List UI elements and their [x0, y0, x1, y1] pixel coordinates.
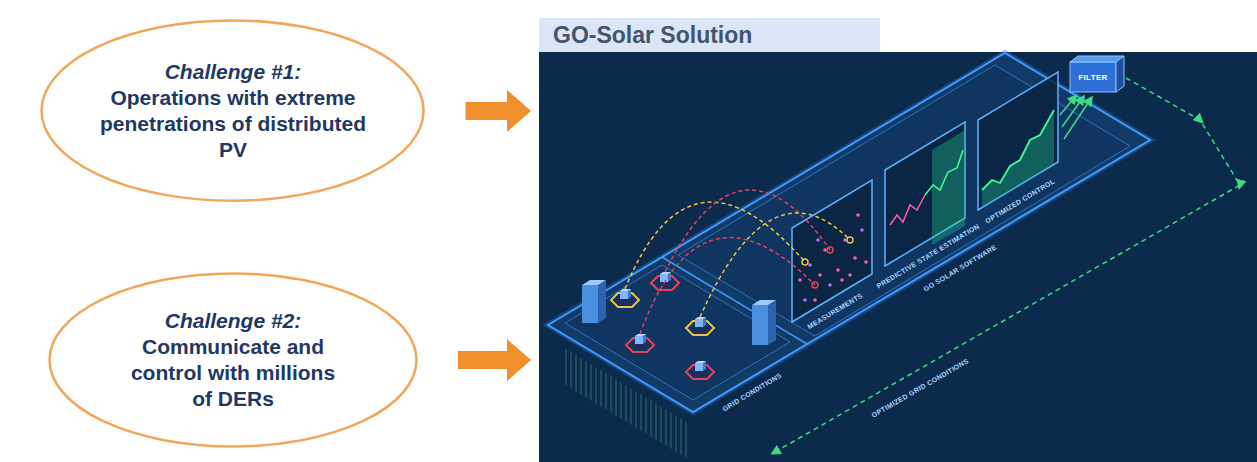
measurement-dots [840, 278, 844, 282]
illustration-label: MEASUREMENTS [804, 290, 866, 332]
estimation-panel [925, 150, 963, 195]
platform-board [662, 257, 807, 344]
challenge-text: Operations with extreme penetrations of … [95, 85, 370, 163]
platform-board [548, 53, 1150, 412]
house-icons [611, 289, 639, 307]
ellipse-text-block: Challenge #1:Operations with extreme pen… [95, 59, 370, 163]
house-icons [686, 317, 714, 335]
measurement-dots [836, 268, 840, 272]
illustration-background [539, 52, 1257, 462]
ellipse-outline [42, 21, 424, 201]
signal-arcs [625, 190, 853, 334]
signal-arcs [812, 282, 818, 288]
house-icons [686, 361, 714, 379]
block-arrow [458, 351, 507, 369]
building-tower [582, 280, 606, 285]
signal-arcs [640, 238, 815, 334]
illustration-label: OPTIMIZED GRID CONDITIONS [868, 355, 972, 420]
illustration-label: GRID CONDITIONS [719, 370, 785, 415]
building-tower [768, 300, 776, 345]
block-arrow [466, 102, 507, 120]
platform-board [678, 65, 1130, 336]
filter-cube [1070, 62, 1116, 92]
filter-cube [1070, 56, 1124, 62]
estimation-panel [890, 195, 925, 225]
building-tower [582, 280, 776, 345]
signal-arcs [847, 237, 853, 243]
ellipse-text-block: Challenge #2:Communicate and control wit… [131, 308, 336, 412]
ellipse-outline [48, 272, 418, 448]
feedback-loop [775, 78, 1240, 452]
challenge-text: Communicate and control with millions of… [131, 334, 336, 412]
measurement-dots [803, 298, 807, 302]
challenge-heading: Challenge #1: [95, 59, 370, 85]
control-panel [982, 110, 1054, 207]
platform-board [548, 53, 1150, 412]
building-tower [752, 305, 768, 345]
control-panel [982, 110, 1054, 190]
measurement-dots [818, 273, 822, 277]
measurement-dots [860, 228, 864, 232]
measurement-dots [808, 263, 812, 267]
illustration-label: OPTIMIZED CONTROL [982, 176, 1058, 227]
challenge-ellipse: Challenge #1:Operations with extreme pen… [40, 19, 425, 202]
measurement-dots [816, 238, 820, 242]
ellipse-outline [40, 19, 425, 202]
control-arrows [1064, 100, 1090, 139]
building-tower [598, 280, 606, 323]
control-arrows [1062, 99, 1082, 127]
signal-arcs [802, 259, 808, 265]
measurement-dots [828, 283, 832, 287]
challenge-heading: Challenge #2: [131, 308, 336, 334]
measurement-dots [864, 260, 868, 264]
measurement-dots [813, 298, 817, 302]
measurement-dots [798, 278, 802, 282]
house-icons [611, 272, 714, 379]
challenge-ellipse: Challenge #2:Communicate and control wit… [48, 272, 418, 448]
signal-arcs [827, 247, 833, 253]
house-icons [626, 334, 654, 352]
measurement-dots [848, 273, 852, 277]
signal-arcs [665, 190, 830, 272]
control-arrows [1060, 98, 1090, 139]
panel-heading: GO-Solar Solution [539, 18, 880, 52]
measurement-dots [853, 256, 857, 260]
illustration-label: FILTER [1076, 73, 1109, 82]
measurement-dots [798, 213, 868, 302]
measurement-dots [856, 213, 860, 217]
building-tower [582, 285, 598, 323]
filter-cube [1116, 56, 1124, 92]
signal-arcs [700, 213, 850, 317]
building-tower [752, 300, 776, 305]
ellipse-outline [50, 274, 417, 447]
signal-arcs [625, 202, 805, 289]
platform-board [548, 53, 1150, 412]
filter-cube [1070, 56, 1124, 92]
